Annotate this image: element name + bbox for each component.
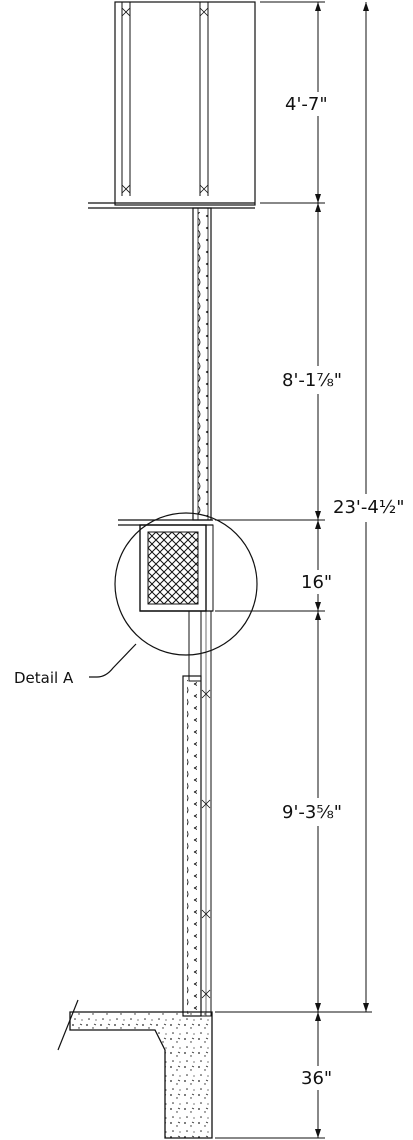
roof-framing xyxy=(88,1,256,209)
dim-foundation: 36" xyxy=(301,1068,332,1089)
extension-lines xyxy=(215,1,372,1139)
detail-label: Detail A xyxy=(14,669,74,687)
dim-rim: 16" xyxy=(301,572,332,593)
dimension-labels: 4'-7" 8'-1⅞" 16" 9'-3⅝" 36" 23'-4½" xyxy=(278,92,412,1090)
upper-wall xyxy=(192,207,212,521)
detail-circle xyxy=(114,512,258,656)
dim-overall: 23'-4½" xyxy=(333,497,405,518)
detail-a-callout: Detail A xyxy=(14,512,258,687)
floor-rim xyxy=(118,519,214,612)
dim-upper-wall: 8'-1⅞" xyxy=(282,370,342,391)
lower-wall xyxy=(182,610,212,1017)
foundation xyxy=(57,999,213,1139)
dim-top: 4'-7" xyxy=(285,94,328,115)
dim-lower-wall: 9'-3⅝" xyxy=(282,802,342,823)
